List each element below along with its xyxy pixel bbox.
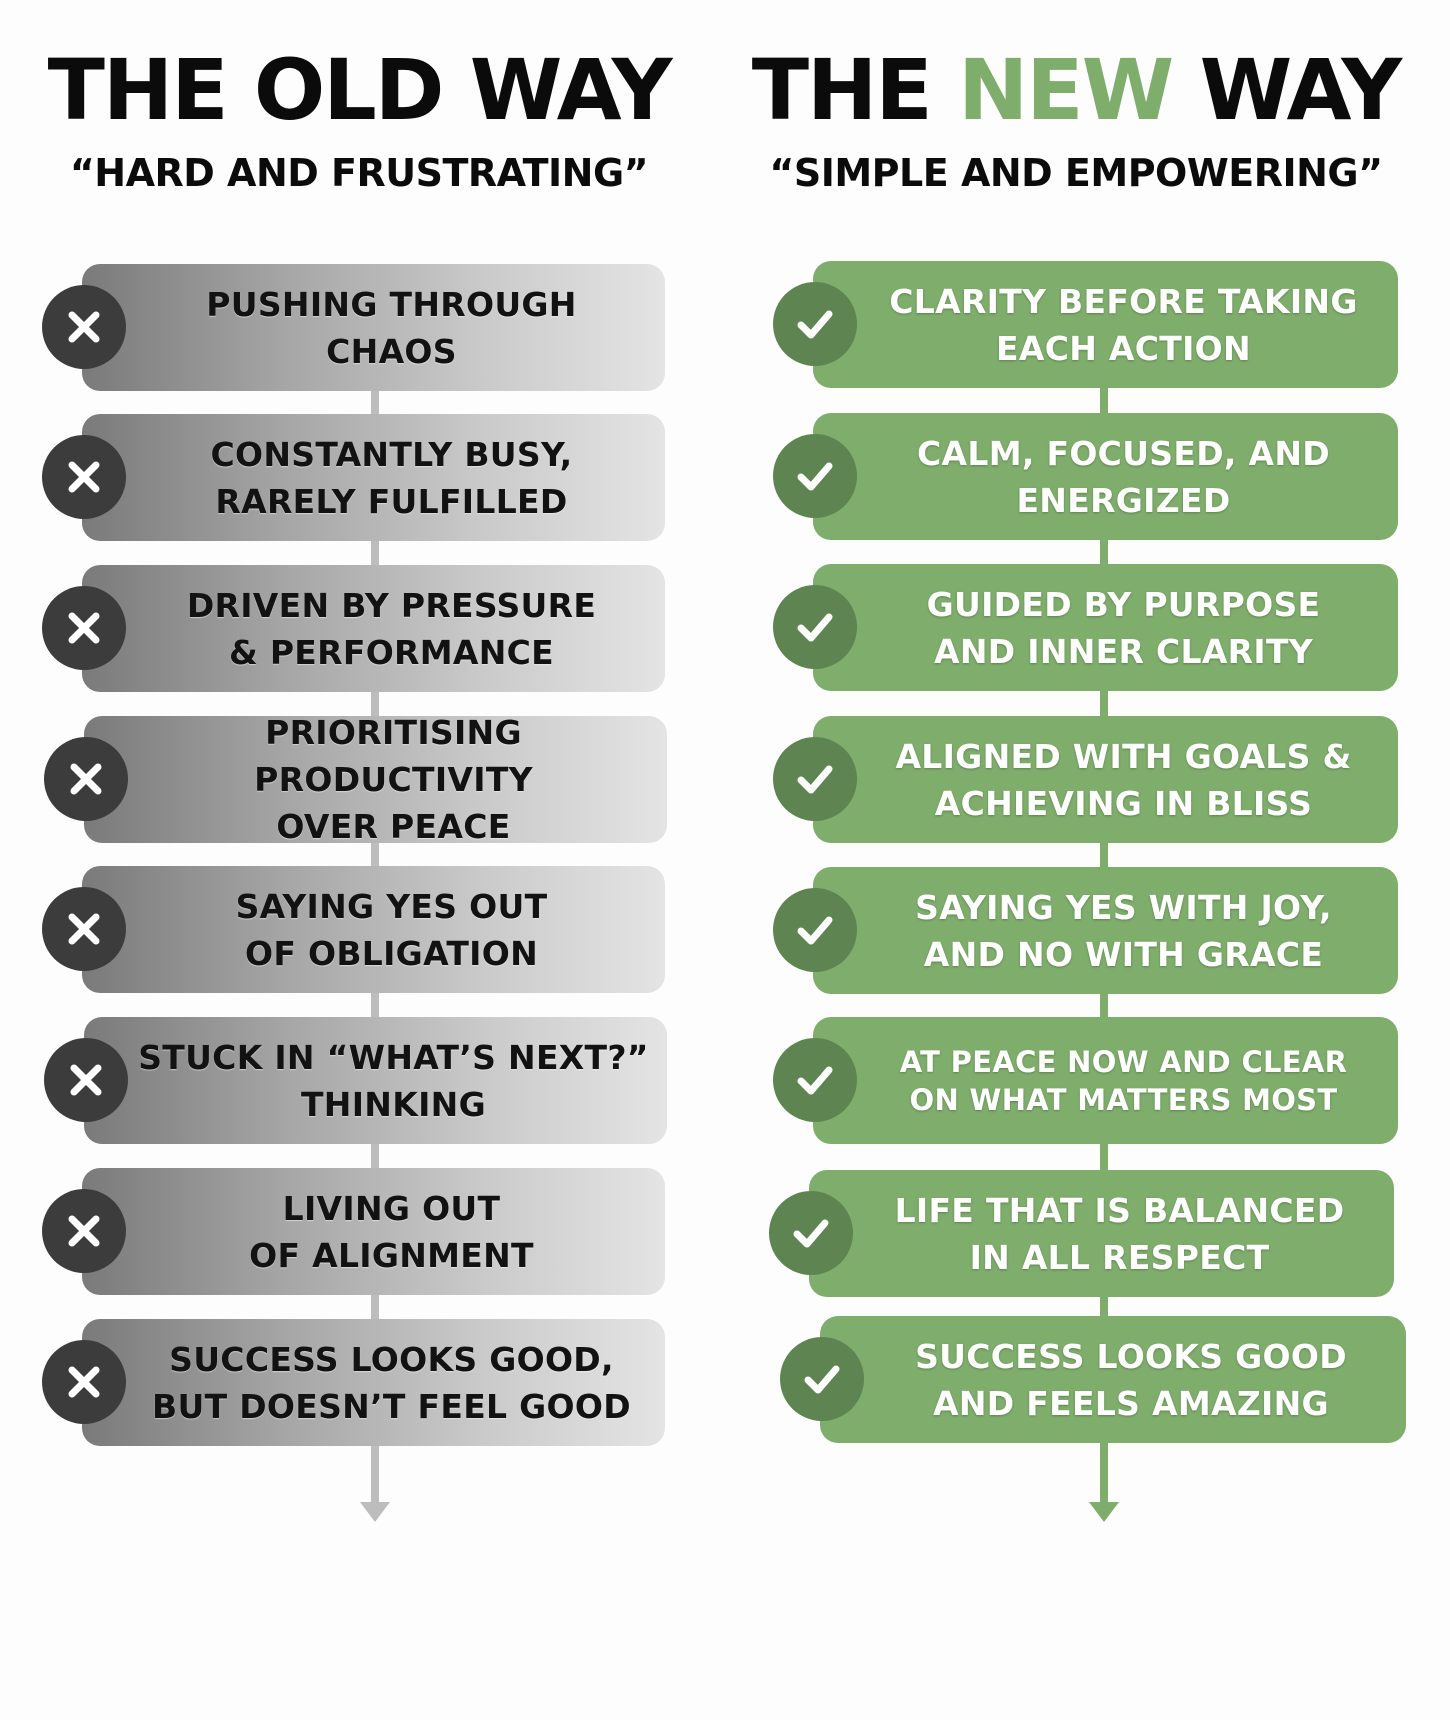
old-way-item-text: CONSTANTLY BUSY, RARELY FULFILLED (210, 434, 573, 521)
check-icon (773, 737, 857, 821)
old-way-item-2: CONSTANTLY BUSY, RARELY FULFILLED (42, 414, 665, 541)
old-way-item-7: LIVING OUT OF ALIGNMENT (42, 1168, 665, 1295)
new-way-item-box: CALM, FOCUSED, AND ENERGIZED (813, 413, 1398, 540)
old-way-item-text: SAYING YES OUT OF OBLIGATION (235, 886, 548, 973)
old-way-item-box: CONSTANTLY BUSY, RARELY FULFILLED (82, 414, 665, 541)
new-way-item-1: CLARITY BEFORE TAKING EACH ACTION (773, 261, 1398, 388)
old-way-item-box: DRIVEN BY PRESSURE & PERFORMANCE (82, 565, 665, 692)
check-icon (773, 434, 857, 518)
new-way-item-text: ALIGNED WITH GOALS & ACHIEVING IN BLISS (895, 736, 1352, 823)
old-way-item-box: PUSHING THROUGH CHAOS (82, 264, 665, 391)
x-icon (44, 1038, 128, 1122)
check-icon (769, 1191, 853, 1275)
new-way-item-text: GUIDED BY PURPOSE AND INNER CLARITY (926, 584, 1321, 671)
x-icon (42, 1340, 126, 1424)
old-way-item-text: SUCCESS LOOKS GOOD, BUT DOESN’T FEEL GOO… (152, 1339, 631, 1426)
x-icon (42, 285, 126, 369)
new-way-item-box: SUCCESS LOOKS GOOD AND FEELS AMAZING (820, 1316, 1406, 1443)
new-way-item-box: CLARITY BEFORE TAKING EACH ACTION (813, 261, 1398, 388)
old-way-item-3: DRIVEN BY PRESSURE & PERFORMANCE (42, 565, 665, 692)
check-icon (773, 585, 857, 669)
x-icon (42, 435, 126, 519)
new-way-item-2: CALM, FOCUSED, AND ENERGIZED (773, 413, 1398, 540)
old-way-item-text: DRIVEN BY PRESSURE & PERFORMANCE (186, 585, 597, 672)
new-way-item-8: SUCCESS LOOKS GOOD AND FEELS AMAZING (780, 1316, 1406, 1443)
x-icon (42, 586, 126, 670)
old-way-arrow-down-icon (360, 1502, 390, 1522)
x-icon (42, 887, 126, 971)
new-way-item-6: AT PEACE NOW AND CLEAR ON WHAT MATTERS M… (773, 1017, 1398, 1144)
old-way-item-box: STUCK IN “WHAT’S NEXT?” THINKING (84, 1017, 667, 1144)
old-way-item-6: STUCK IN “WHAT’S NEXT?” THINKING (44, 1017, 667, 1144)
x-icon (44, 737, 128, 821)
old-way-item-text: STUCK IN “WHAT’S NEXT?” THINKING (138, 1037, 649, 1124)
old-way-item-box: LIVING OUT OF ALIGNMENT (82, 1168, 665, 1295)
new-way-item-7: LIFE THAT IS BALANCED IN ALL RESPECT (769, 1170, 1394, 1297)
old-way-header: THE OLD WAY “HARD AND FRUSTRATING” (9, 40, 709, 196)
check-icon (773, 1038, 857, 1122)
old-way-item-text: LIVING OUT OF ALIGNMENT (249, 1188, 534, 1275)
check-icon (773, 888, 857, 972)
new-way-title-suffix: WAY (1172, 41, 1403, 139)
new-way-title-accent: NEW (957, 41, 1174, 139)
old-way-item-4: PRIORITISING PRODUCTIVITY OVER PEACE (44, 713, 667, 846)
old-way-subtitle: “HARD AND FRUSTRATING” (69, 151, 649, 195)
check-icon (773, 282, 857, 366)
new-way-item-box: GUIDED BY PURPOSE AND INNER CLARITY (813, 564, 1398, 691)
old-way-item-8: SUCCESS LOOKS GOOD, BUT DOESN’T FEEL GOO… (42, 1319, 665, 1446)
old-way-item-1: PUSHING THROUGH CHAOS (42, 264, 665, 391)
old-way-item-5: SAYING YES OUT OF OBLIGATION (42, 866, 665, 993)
new-way-item-text: CALM, FOCUSED, AND ENERGIZED (917, 433, 1330, 520)
new-way-item-4: ALIGNED WITH GOALS & ACHIEVING IN BLISS (773, 716, 1398, 843)
new-way-item-text: SAYING YES WITH JOY, AND NO WITH GRACE (915, 887, 1332, 974)
new-way-title-prefix: THE (751, 41, 958, 139)
new-way-arrow-down-icon (1089, 1502, 1119, 1522)
new-way-item-text: LIFE THAT IS BALANCED IN ALL RESPECT (894, 1190, 1345, 1277)
new-way-subtitle: “SIMPLE AND EMPOWERING” (769, 151, 1383, 195)
new-way-item-3: GUIDED BY PURPOSE AND INNER CLARITY (773, 564, 1398, 691)
new-way-item-text: AT PEACE NOW AND CLEAR ON WHAT MATTERS M… (899, 1044, 1348, 1117)
old-way-item-box: PRIORITISING PRODUCTIVITY OVER PEACE (84, 713, 667, 846)
new-way-item-box: SAYING YES WITH JOY, AND NO WITH GRACE (813, 867, 1398, 994)
new-way-title: THE NEW WAY (726, 40, 1426, 140)
new-way-item-box: ALIGNED WITH GOALS & ACHIEVING IN BLISS (813, 716, 1398, 843)
check-icon (780, 1337, 864, 1421)
old-way-title: THE OLD WAY (47, 41, 673, 139)
x-icon (42, 1189, 126, 1273)
new-way-item-text: CLARITY BEFORE TAKING EACH ACTION (889, 281, 1358, 368)
new-way-item-text: SUCCESS LOOKS GOOD AND FEELS AMAZING (915, 1336, 1347, 1423)
new-way-header: THE NEW WAY “SIMPLE AND EMPOWERING” (726, 40, 1426, 196)
old-way-item-text: PRIORITISING PRODUCTIVITY OVER PEACE (254, 713, 533, 846)
old-way-item-box: SAYING YES OUT OF OBLIGATION (82, 866, 665, 993)
old-way-item-text: PUSHING THROUGH CHAOS (206, 284, 577, 371)
new-way-item-box: LIFE THAT IS BALANCED IN ALL RESPECT (809, 1170, 1394, 1297)
new-way-item-5: SAYING YES WITH JOY, AND NO WITH GRACE (773, 867, 1398, 994)
old-way-item-box: SUCCESS LOOKS GOOD, BUT DOESN’T FEEL GOO… (82, 1319, 665, 1446)
new-way-item-box: AT PEACE NOW AND CLEAR ON WHAT MATTERS M… (813, 1017, 1398, 1144)
